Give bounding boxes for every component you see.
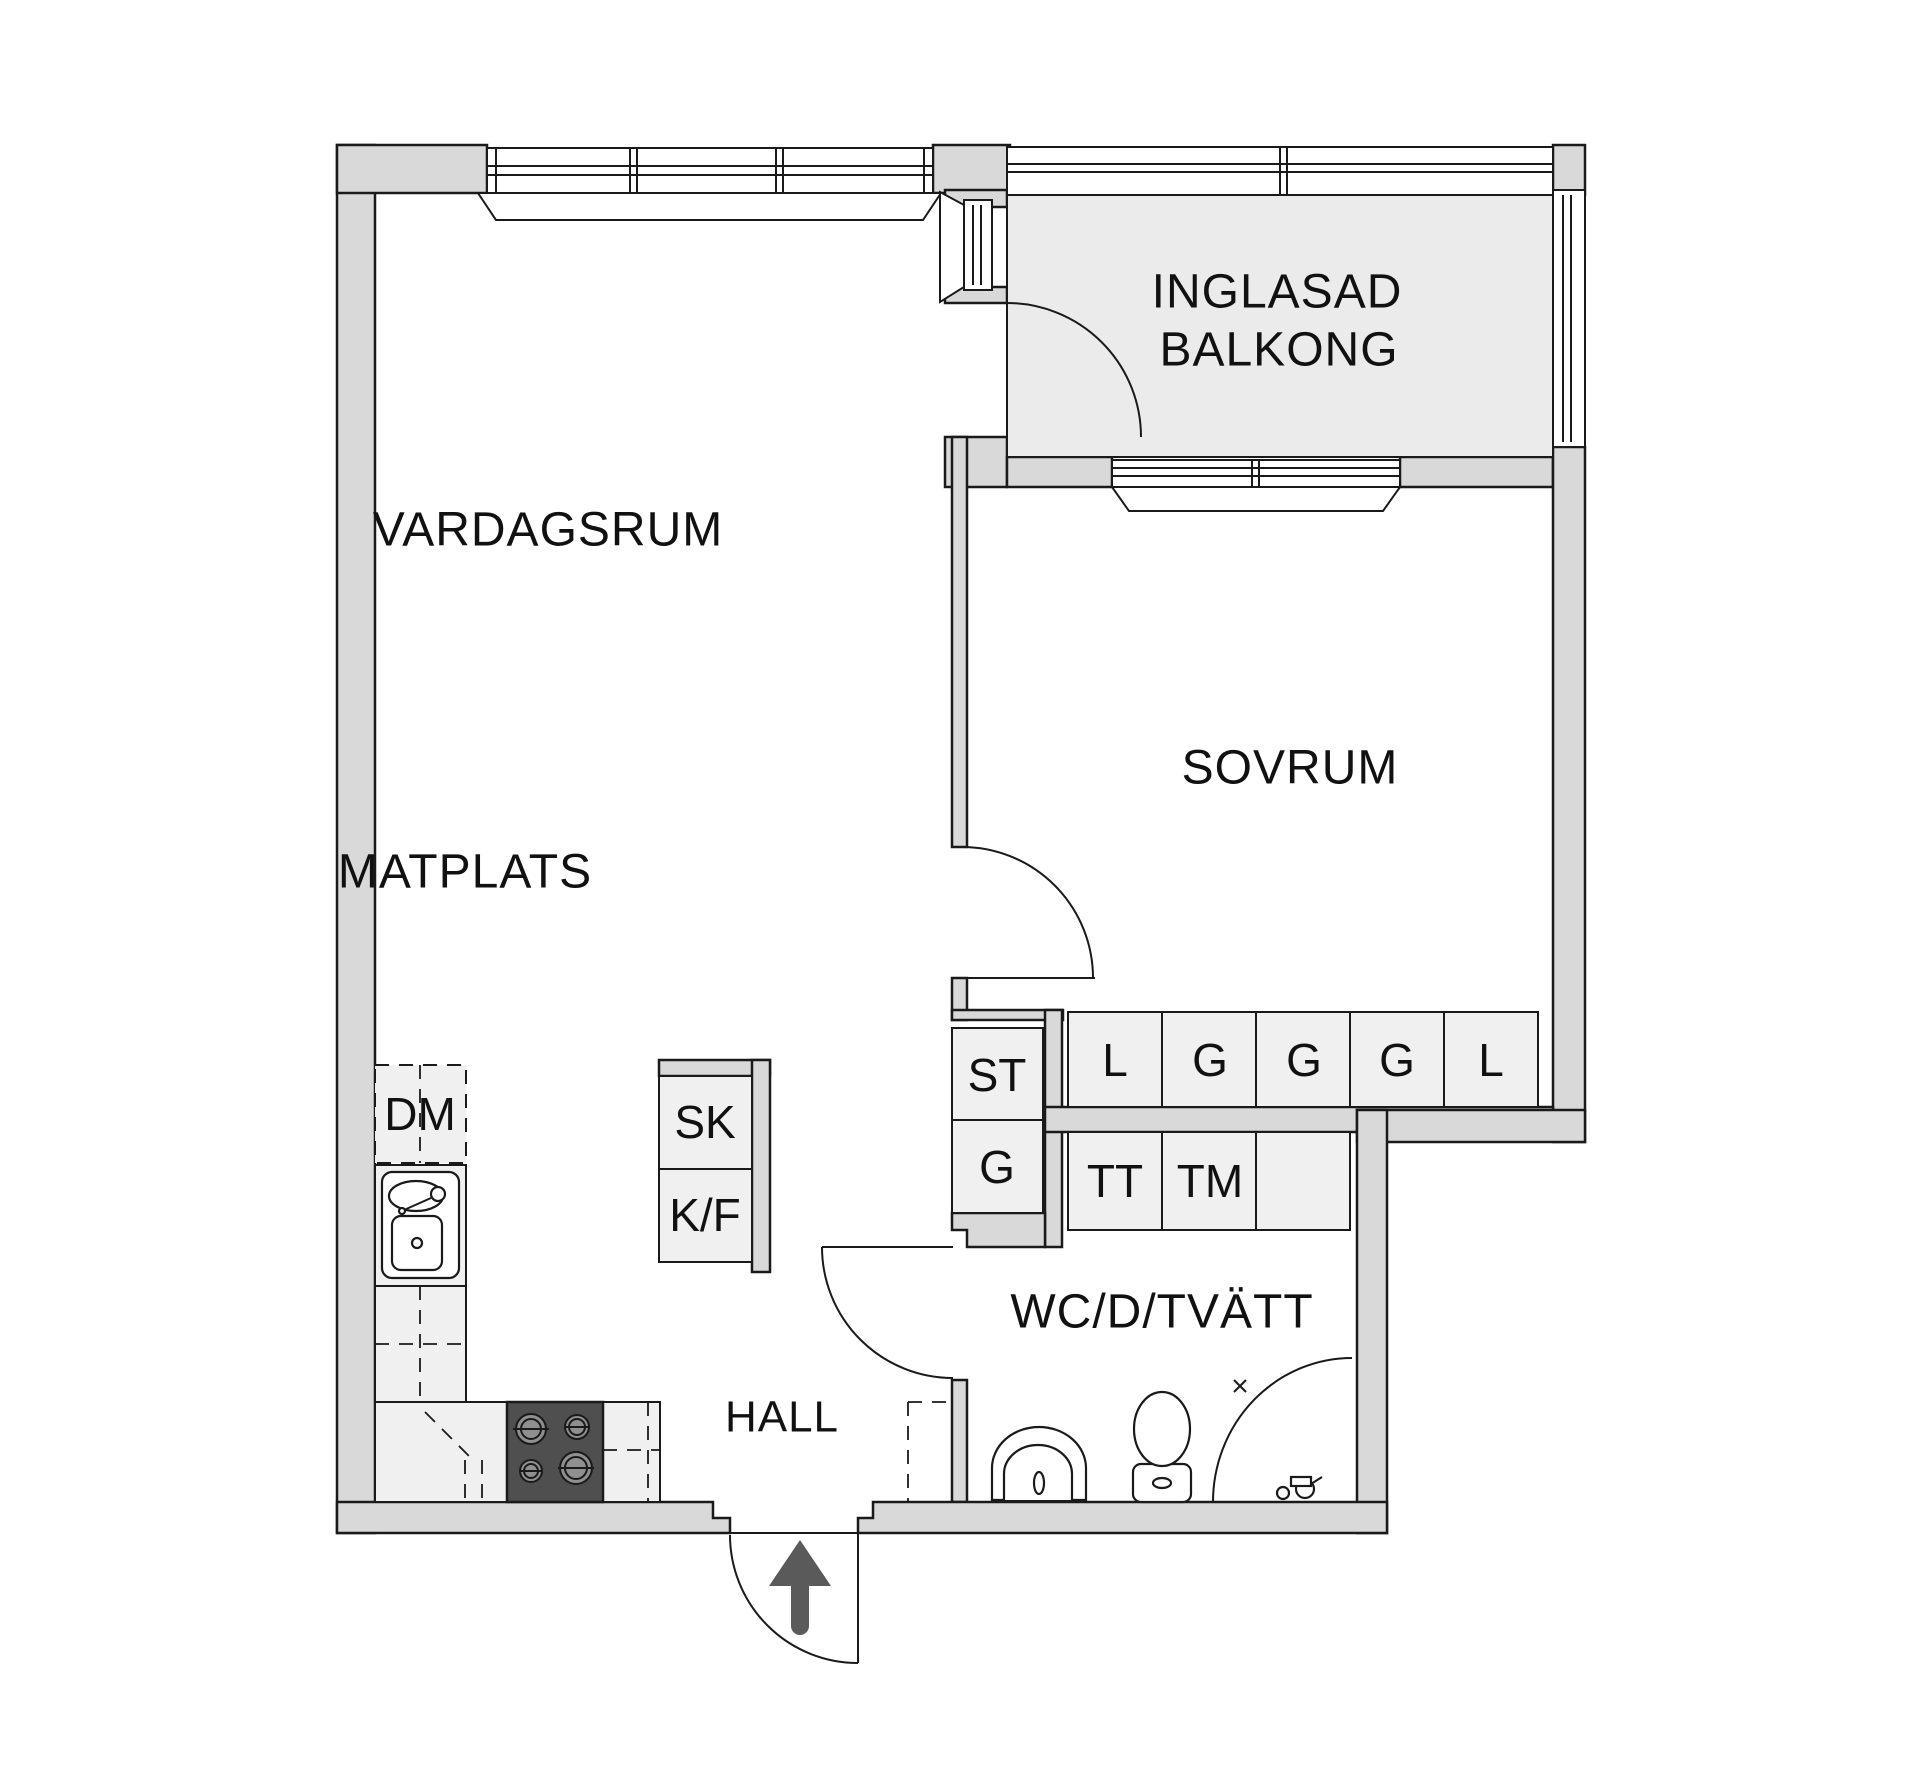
wall-top-right <box>931 143 1012 195</box>
balcony-top-glazing-icon <box>1006 146 1554 196</box>
kitchen-dashes <box>375 1065 952 1502</box>
kitchen-corner-box <box>374 1401 508 1503</box>
doors <box>729 302 1142 1664</box>
entrance-door-icon <box>729 1532 859 1664</box>
fridge-freezer-box <box>658 1168 753 1263</box>
wall-wc-east <box>1355 1108 1389 1535</box>
closet-box <box>1443 1011 1539 1108</box>
tall-cabinet-box <box>951 1027 1044 1121</box>
windows <box>476 146 1586 512</box>
wall-below-g <box>950 1211 1047 1249</box>
living-room-window-icon <box>476 147 943 221</box>
wardrobe-label: G <box>979 1141 1015 1193</box>
wall-bottom-right <box>856 1500 1389 1535</box>
fridge-freezer-label: K/F <box>669 1189 741 1241</box>
wall-wc-left <box>950 1378 969 1504</box>
wall-balcony-bottom-right <box>1398 455 1555 489</box>
living-room-side-window-icon <box>939 190 993 304</box>
wall-balcony-bottom-left <box>1005 455 1114 489</box>
walls <box>335 143 1587 1535</box>
dining-label: MATPLATS <box>338 846 592 899</box>
washbasin-icon <box>990 1425 1088 1502</box>
toilet-icon <box>1131 1390 1193 1504</box>
wall-left <box>335 143 377 1535</box>
wall-se-connector <box>1355 1108 1587 1144</box>
balcony-east-glazing-icon <box>1552 189 1586 448</box>
wall-east <box>1551 445 1587 1144</box>
balcony-floor <box>1006 194 1554 458</box>
bedroom-window-icon <box>1110 459 1402 512</box>
closet-label: L <box>1478 1034 1504 1086</box>
living-room-label: VARDAGSRUM <box>373 504 723 557</box>
hall-label: HALL <box>725 1393 839 1442</box>
balcony-label-line2: BALKONG <box>1159 324 1398 377</box>
closet-label: G <box>1286 1034 1322 1086</box>
washing-machine-label: TM <box>1177 1155 1243 1207</box>
closet-label: G <box>1379 1034 1415 1086</box>
bathroom-door-icon <box>821 1246 954 1379</box>
towel-dryer-box <box>1067 1131 1163 1231</box>
wall-bedroom-left <box>950 435 969 849</box>
wardrobe-box <box>951 1119 1044 1214</box>
shower-icon <box>1212 1357 1353 1503</box>
bathroom-label: WC/D/TVÄTT <box>1010 1286 1313 1339</box>
towel-dryer-label: TT <box>1087 1155 1143 1207</box>
labels: VARDAGSRUM MATPLATS SOVRUM INGLASAD BALK… <box>338 266 1504 1442</box>
closet-box <box>1161 1011 1257 1108</box>
cleaning-cabinet-label: SK <box>674 1096 736 1148</box>
bathroom-fixtures <box>990 1357 1353 1504</box>
stove-icon <box>505 1400 605 1504</box>
bedroom-door-icon <box>952 846 1095 979</box>
wall-balcony-ne-corner <box>1551 143 1587 197</box>
entrance-arrow-icon <box>769 1540 831 1635</box>
wall-bottom-left <box>335 1500 732 1535</box>
dishwasher-label: DM <box>384 1088 456 1140</box>
cleaning-cabinet-box <box>658 1075 753 1170</box>
closet-box <box>1349 1011 1445 1108</box>
wall-skkf-right <box>750 1058 772 1274</box>
balcony-door-icon <box>1006 302 1142 438</box>
kitchen-sink-icon <box>380 1170 461 1280</box>
closet-label: G <box>1192 1034 1228 1086</box>
wall-top-left <box>335 143 489 195</box>
tall-cabinet-label: ST <box>968 1049 1027 1101</box>
washing-machine-box <box>1161 1131 1257 1231</box>
kitchen-counter-right-box <box>602 1401 661 1503</box>
bedroom-label: SOVRUM <box>1182 742 1399 795</box>
balcony-label-line1: INGLASAD <box>1152 266 1403 319</box>
closet-label: L <box>1102 1034 1128 1086</box>
laundry-counter-box <box>1255 1131 1351 1231</box>
